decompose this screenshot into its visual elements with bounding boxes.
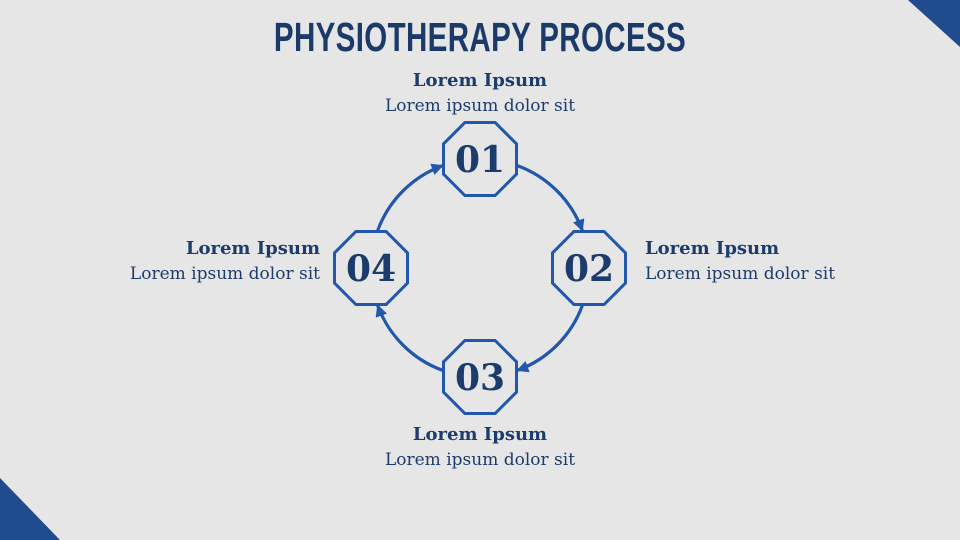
step-label-left: Lorem Ipsum Lorem ipsum dolor sit — [130, 238, 320, 286]
arrow-arc-04-to-01 — [376, 163, 444, 232]
step-label-bottom: Lorem Ipsum Lorem ipsum dolor sit — [385, 424, 575, 472]
step-number-03: 03 — [455, 357, 505, 399]
step-node-01 — [442, 121, 518, 197]
step-description: Lorem ipsum dolor sit — [129, 264, 320, 284]
step-heading: Lorem Ipsum — [645, 238, 780, 259]
step-node-02 — [551, 230, 627, 306]
step-number-04: 04 — [346, 248, 396, 290]
arrow-arc-02-to-03 — [516, 304, 584, 373]
step-heading: Lorem Ipsum — [412, 70, 548, 91]
step-heading: Lorem Ipsum — [412, 424, 548, 445]
arrow-arc-01-to-02 — [516, 164, 585, 232]
step-label-right: Lorem Ipsum Lorem ipsum dolor sit — [645, 238, 835, 286]
slide-title: PHYSIOTHERAPY PROCESS — [273, 14, 687, 60]
step-description: Lorem ipsum dolor sit — [384, 96, 576, 116]
step-description: Lorem ipsum dolor sit — [645, 264, 836, 284]
step-number-01: 01 — [455, 139, 505, 181]
step-node-03 — [442, 339, 518, 415]
step-label-top: Lorem Ipsum Lorem ipsum dolor sit — [385, 70, 575, 118]
step-description: Lorem ipsum dolor sit — [384, 450, 576, 470]
arrow-arc-03-to-04 — [375, 304, 444, 372]
step-number-02: 02 — [564, 248, 614, 290]
step-node-04 — [333, 230, 409, 306]
step-heading: Lorem Ipsum — [185, 238, 320, 259]
